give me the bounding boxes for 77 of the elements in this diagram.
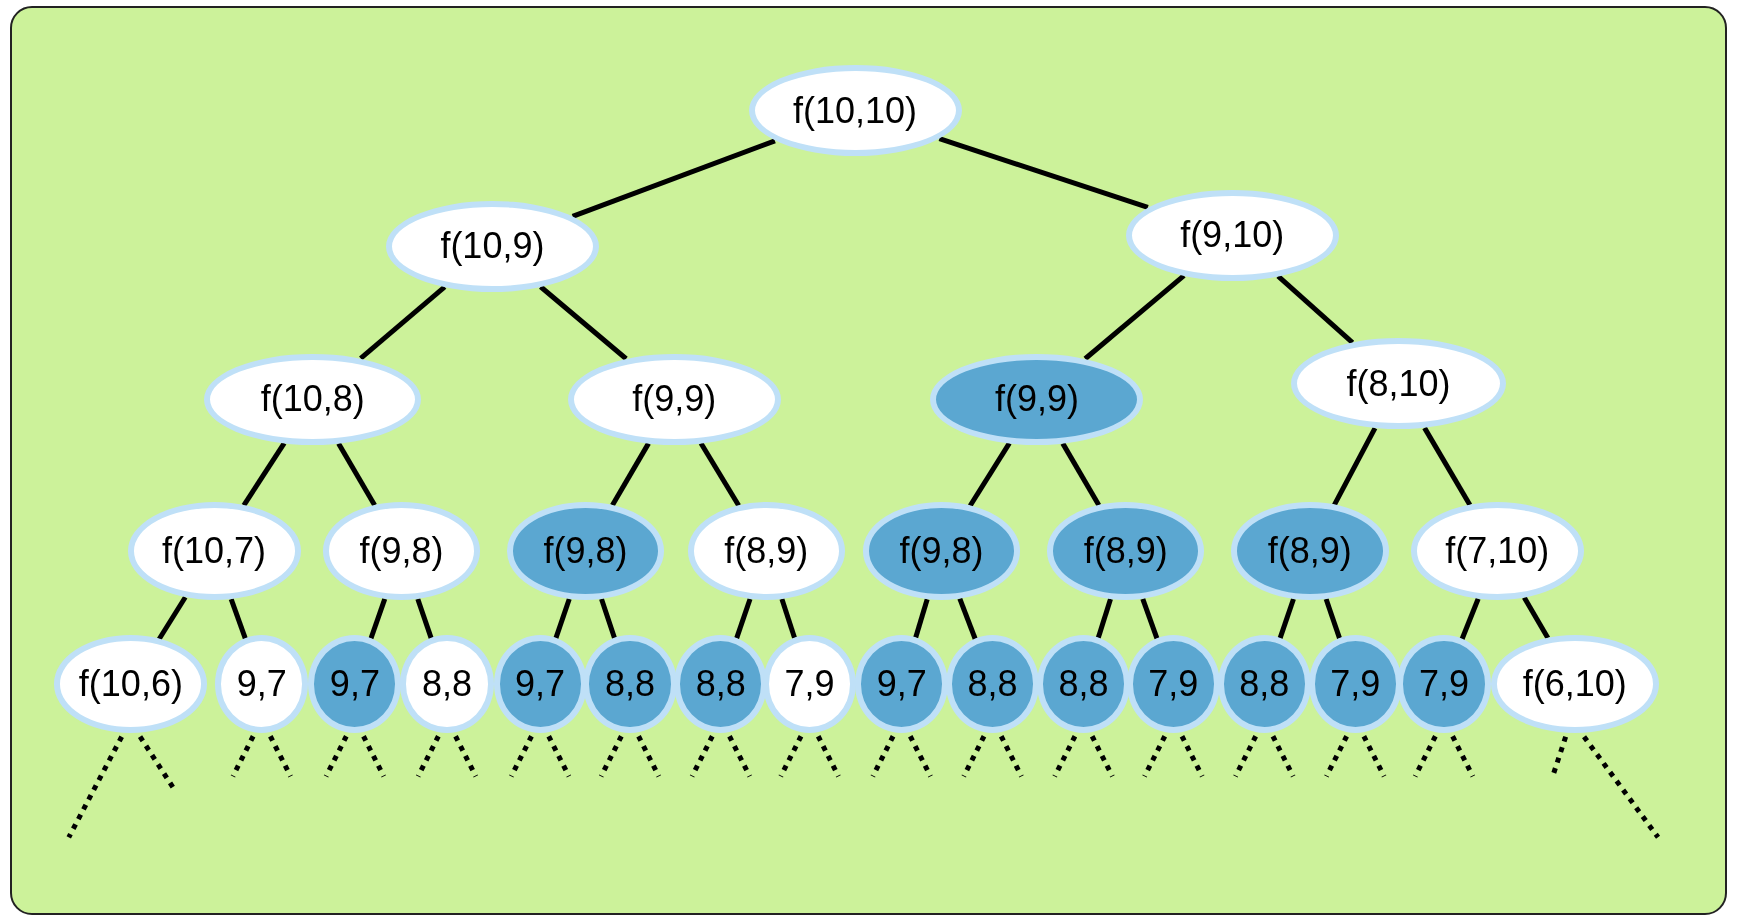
- dotted-line: [1412, 735, 1438, 778]
- tree-line: [779, 598, 797, 639]
- node-label: 9,7: [329, 663, 380, 706]
- dotted-line: [1270, 735, 1296, 778]
- dotted-line: [1089, 735, 1115, 778]
- tree-line: [571, 138, 776, 219]
- tree-line: [1323, 598, 1342, 640]
- dotted-line: [230, 735, 256, 778]
- dotted-line: [268, 735, 293, 778]
- node-label: f(7,10): [1445, 530, 1550, 573]
- dotted-line: [998, 735, 1024, 778]
- node-label: f(9,8): [899, 530, 984, 573]
- dotted-line: [961, 735, 987, 778]
- dotted-line: [815, 735, 841, 778]
- node-label: f(9,8): [359, 530, 444, 573]
- tree-line: [1095, 598, 1113, 639]
- dotted-line: [727, 735, 752, 778]
- dotted-line: [778, 735, 804, 778]
- dotted-line: [1052, 735, 1078, 778]
- node-label: f(8,9): [724, 530, 809, 573]
- dotted-line: [546, 735, 572, 778]
- tree-line: [599, 598, 617, 639]
- tree-line: [1459, 597, 1481, 641]
- node-label: 7,9: [1330, 663, 1381, 706]
- node-label: 8,8: [421, 663, 472, 706]
- tree-line: [913, 598, 930, 639]
- dotted-line: [1361, 735, 1387, 778]
- dotted-line: [1324, 735, 1349, 778]
- node-label: f(8,9): [1267, 530, 1352, 573]
- dotted-line: [453, 735, 479, 778]
- tree-line: [1277, 598, 1296, 640]
- dotted-line: [323, 735, 349, 778]
- node-label: 7,9: [1418, 663, 1469, 706]
- dotted-line: [870, 735, 896, 778]
- node-label: 8,8: [695, 663, 746, 706]
- dotted-line: [689, 735, 715, 778]
- dotted-line: [1142, 735, 1168, 778]
- dotted-line: [415, 735, 441, 778]
- node-label: f(10,9): [440, 225, 545, 268]
- dotted-line: [509, 735, 534, 778]
- dotted-line: [1179, 735, 1205, 778]
- node-label: 8,8: [604, 663, 655, 706]
- dotted-line: [1582, 735, 1661, 839]
- tree-line: [1140, 598, 1160, 640]
- node-label: f(10,10): [793, 89, 918, 132]
- node-label: 7,9: [1148, 663, 1199, 706]
- node-label: 9,7: [236, 663, 287, 706]
- node-label: f(10,6): [78, 663, 183, 706]
- node-label: 8,8: [1239, 663, 1290, 706]
- node-label: f(8,10): [1346, 362, 1451, 405]
- node-label: 8,8: [1058, 663, 1109, 706]
- tree-line: [553, 598, 572, 640]
- tree-line: [938, 136, 1149, 210]
- node-label: f(10,8): [260, 378, 365, 421]
- dotted-line: [1450, 735, 1476, 778]
- tree-line: [415, 598, 434, 640]
- node-label: f(8,9): [1083, 530, 1168, 573]
- dotted-line: [598, 735, 624, 778]
- node-label: 8,8: [967, 663, 1018, 706]
- node-label: f(9,9): [994, 378, 1079, 421]
- dotted-line: [636, 735, 661, 778]
- node-label: f(10,7): [162, 530, 267, 573]
- tree-line: [734, 598, 753, 640]
- dotted-line: [908, 735, 933, 778]
- tree-line: [228, 598, 248, 640]
- dotted-line: [361, 735, 386, 778]
- node-label: 9,7: [876, 663, 927, 706]
- node-label: f(9,9): [632, 378, 717, 421]
- node-label: 7,9: [784, 663, 835, 706]
- node-label: 9,7: [515, 663, 566, 706]
- node-label: f(9,8): [543, 530, 628, 573]
- dotted-line: [66, 735, 124, 839]
- dotted-line: [1233, 735, 1258, 778]
- tree-line: [957, 597, 978, 640]
- tree-line: [368, 598, 388, 640]
- node-label: f(9,10): [1180, 214, 1285, 257]
- node-label: f(6,10): [1522, 663, 1627, 706]
